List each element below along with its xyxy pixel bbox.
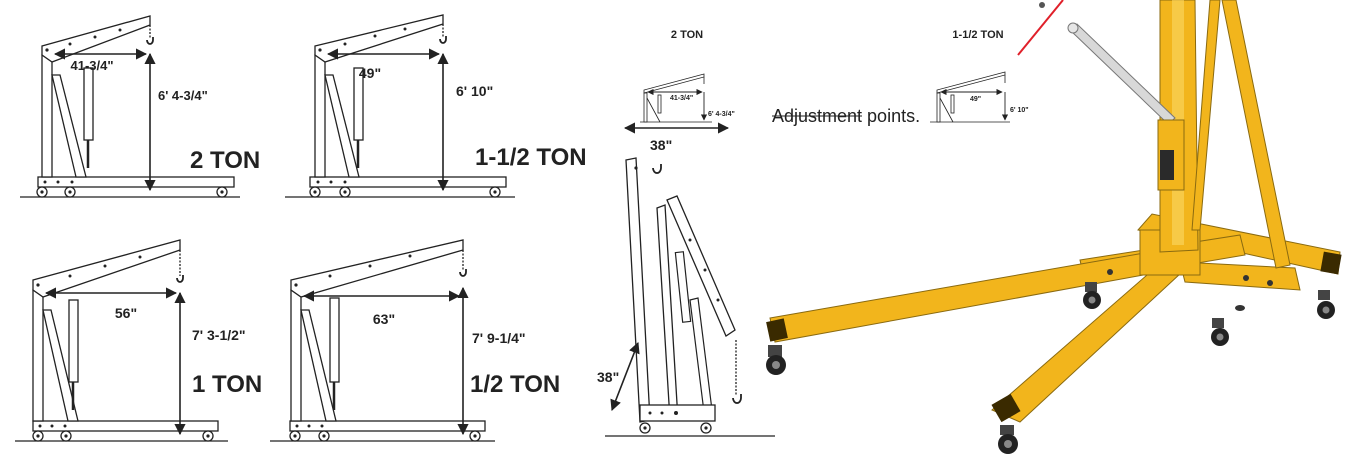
crane-panel-1-2-ton: 63" 7' 9-1/4" 1/2 TON (270, 239, 560, 442)
height-label: 6' 10" (456, 83, 493, 99)
shop-crane-photo: Adjustment points. (766, 0, 1342, 454)
mini-title: 2 TON (671, 29, 703, 41)
mini-height-label: 6' 4-3/4" (708, 111, 735, 118)
height-label: 7' 3-1/2" (192, 327, 246, 343)
capacity-label: 1 TON (192, 371, 262, 398)
height-label: 6' 4-3/4" (158, 88, 208, 103)
width-label: 41-3/4" (70, 58, 113, 73)
mini-diagram-1-1-2-ton: 1-1/2 TON 49" 6' 10" (930, 29, 1029, 123)
folded-height-label: 38" (597, 369, 619, 385)
crane-panel-1-ton: 56" 7' 3-1/2" 1 TON (15, 239, 262, 442)
caster-wheel (1083, 282, 1101, 309)
caster-wheel (998, 425, 1018, 454)
mini-width-label: 41-3/4" (670, 95, 693, 102)
width-label: 63" (373, 311, 395, 327)
folded-crane-diagram: 38" 38" (597, 122, 775, 437)
capacity-label: 2 TON (190, 147, 260, 174)
capacity-label: 1-1/2 TON (475, 144, 587, 171)
mini-diagram-2-ton: 2 TON 41-3/4" 6' 4-3/4" (640, 29, 735, 123)
capacity-label: 1/2 TON (470, 371, 560, 398)
mini-title: 1-1/2 TON (952, 29, 1003, 41)
caster-wheel (1211, 318, 1229, 346)
width-label: 49" (359, 65, 381, 81)
caster-wheel (766, 345, 786, 375)
height-label: 7' 9-1/4" (472, 330, 526, 346)
caster-wheel (1317, 290, 1335, 319)
mini-width-label: 49" (970, 96, 981, 103)
crane-panel-2-ton: 41-3/4" 6' 4-3/4" 2 TON (20, 15, 260, 198)
folded-width-label: 38" (650, 137, 672, 153)
mini-height-label: 6' 10" (1010, 107, 1029, 114)
width-label: 56" (115, 305, 137, 321)
crane-panel-1-1-2-ton: 49" 6' 10" 1-1/2 TON (285, 14, 587, 198)
